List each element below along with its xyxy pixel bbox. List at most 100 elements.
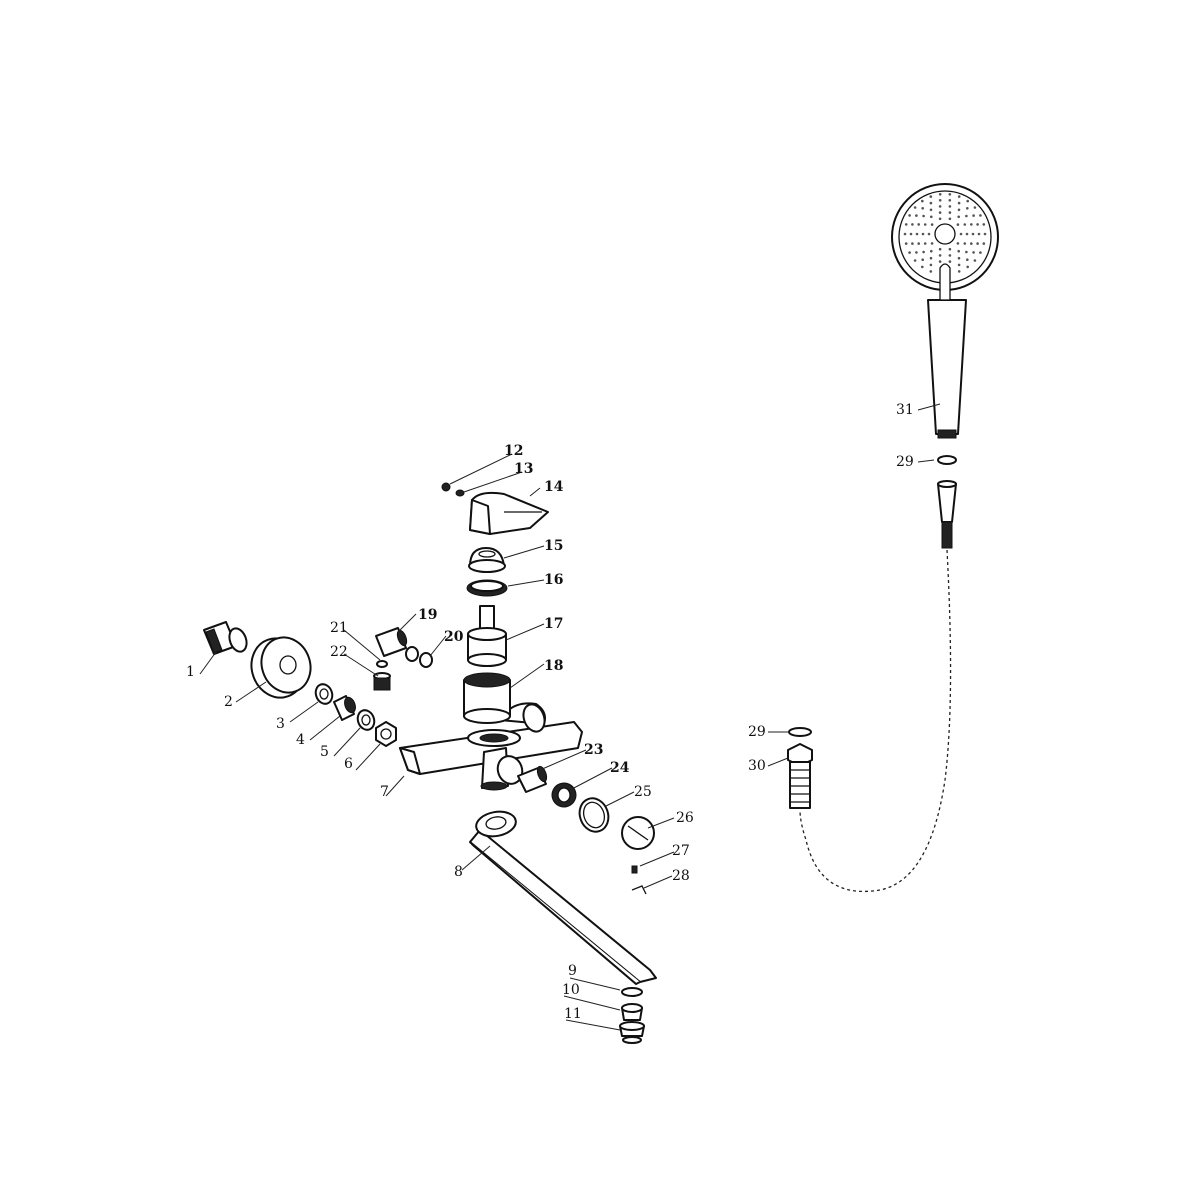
nozzle-dot [938,247,942,251]
label-part-17: 17 [544,616,563,632]
nozzle-dot [948,199,952,202]
part-29-washer-upper [937,455,957,465]
label-part-24: 24 [610,760,630,776]
part-31-hand-shower [891,183,999,439]
label-part-21: 21 [330,620,348,636]
nozzle-dot [966,199,969,203]
nozzle-dot [930,249,933,253]
nozzle-dot [966,258,969,262]
nozzle-dot [911,242,914,245]
nozzle-dot [923,242,927,245]
label-part-4: 4 [296,732,305,748]
part-3-washer [314,683,334,705]
nozzle-dot [966,207,969,210]
part-20-o-rings [405,646,433,668]
nozzle-dot [904,223,908,226]
part-18-cartridge-sleeve [463,672,511,724]
nozzle-dot [956,223,960,226]
nozzle-dot [957,263,961,267]
nozzle-dot [957,270,961,273]
nozzle-dot [915,214,918,217]
nozzle-dot [948,211,952,214]
label-part-26: 26 [676,810,694,826]
label-part-16: 16 [544,572,563,588]
label-part-9: 9 [568,963,577,979]
nozzle-dot [922,250,925,254]
nozzle-dot [963,223,967,226]
leader-lines [199,403,941,1031]
nozzle-dot [956,242,960,245]
nozzle-dot [929,208,933,212]
nozzle-dot [938,217,942,221]
nozzle-dot [948,205,952,208]
label-part-29-lower: 29 [748,724,766,740]
nozzle-dot [983,232,987,236]
nozzle-dot [948,254,952,257]
nozzle-dot [921,207,924,210]
nozzle-dot [976,223,979,226]
nozzle-dot [927,232,931,236]
nozzle-dot [957,208,961,212]
nozzle-dot [915,232,919,236]
nozzle-dot [921,199,924,203]
nozzle-dot [930,215,933,219]
nozzle-dot [977,232,981,236]
label-part-5: 5 [320,744,329,760]
nozzle-dot [965,250,968,254]
nozzle-dot [915,251,918,254]
nozzle-dot [921,265,924,269]
part-24-ring [551,782,577,808]
label-part-29-upper: 29 [896,454,914,470]
nozzle-dot [948,217,952,221]
part-6-nut [375,721,397,747]
nozzle-dot [965,214,968,218]
nozzle-dot [938,211,942,214]
label-part-3: 3 [276,716,285,732]
nozzle-dot [973,206,977,209]
nozzle-dot [957,256,961,260]
nozzle-dot [957,201,961,205]
nozzle-dot [948,193,952,196]
nozzle-dot [913,206,917,209]
nozzle-dot [938,193,942,196]
nozzle-dot [970,242,973,245]
nozzle-dot [972,251,975,254]
label-part-13: 13 [514,461,533,477]
part-30-hose-nut [787,743,813,809]
part-23-diverter-spindle [517,765,548,793]
part-22-diverter-stem [373,672,391,691]
nozzle-dot [922,214,925,218]
part-14-lever-handle [469,491,549,535]
part-16-lock-nut [466,579,508,597]
nozzle-dot [908,214,911,217]
label-part-19: 19 [418,607,437,623]
nozzle-dot [929,270,933,273]
nozzle-dot [982,223,986,226]
nozzle-dot [979,251,982,254]
part-5-washer [356,709,376,731]
shower-hose [799,549,952,892]
label-part-15: 15 [544,538,563,554]
nozzle-dot [923,223,927,226]
nozzle-dot [903,232,907,236]
hose-cone-nut [937,480,957,549]
nozzle-dot [904,242,908,245]
part-17-cartridge [467,605,507,667]
nozzle-dot [965,232,969,236]
nozzle-dot [938,260,942,263]
nozzle-dot [917,242,920,245]
nozzle-dot [970,223,973,226]
label-part-14: 14 [544,479,564,495]
label-part-7: 7 [380,784,389,800]
part-2-wall-flange [250,636,312,699]
nozzle-dot [929,201,933,205]
label-part-25: 25 [634,784,652,800]
nozzle-dot [917,223,920,226]
nozzle-dot [948,247,952,251]
part-8-spout [469,810,657,985]
label-part-11: 11 [564,1006,582,1022]
part-25-cover-ring [578,797,610,833]
part-7-mixer-body [399,702,583,791]
nozzle-dot [976,242,979,245]
part-4-eccentric-fitting [333,695,356,721]
